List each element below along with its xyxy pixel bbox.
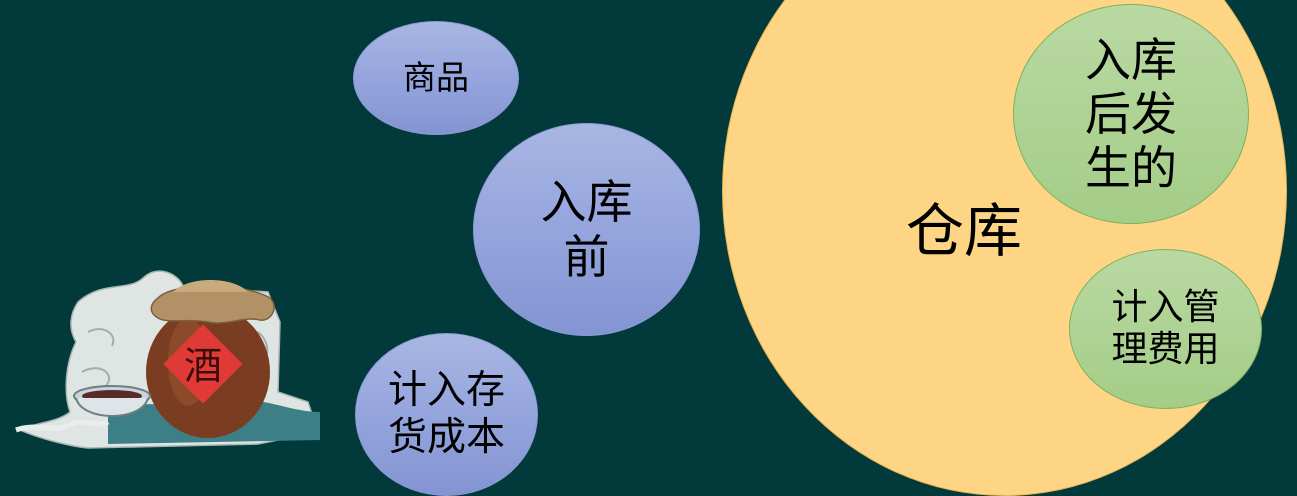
before-storage-bubble: 入库 前 [473,123,700,336]
before-storage-label: 入库 前 [540,175,633,284]
wine-bowl-body [75,397,149,417]
warehouse-label: 仓库 [906,197,1023,265]
jar-label-diamond [163,324,243,404]
after-storage-bubble: 入库 后发 生的 [1013,4,1249,224]
admin-expense-bubble: 计入管 理费用 [1069,249,1262,409]
jar-cover-top [173,280,248,292]
admin-expense-label: 计入管 理费用 [1111,286,1220,370]
inventory-cost-bubble: 计入存 货成本 [355,333,538,496]
goods-label: 商品 [403,57,469,97]
wine-jar-illustration: 酒 [15,270,320,449]
jar-label-text: 酒 [184,344,222,388]
goods-bubble: 商品 [353,21,519,135]
inventory-cost-label: 计入存 货成本 [387,368,505,460]
wave-crest-line [15,419,110,433]
after-storage-label: 入库 后发 生的 [1085,32,1177,196]
